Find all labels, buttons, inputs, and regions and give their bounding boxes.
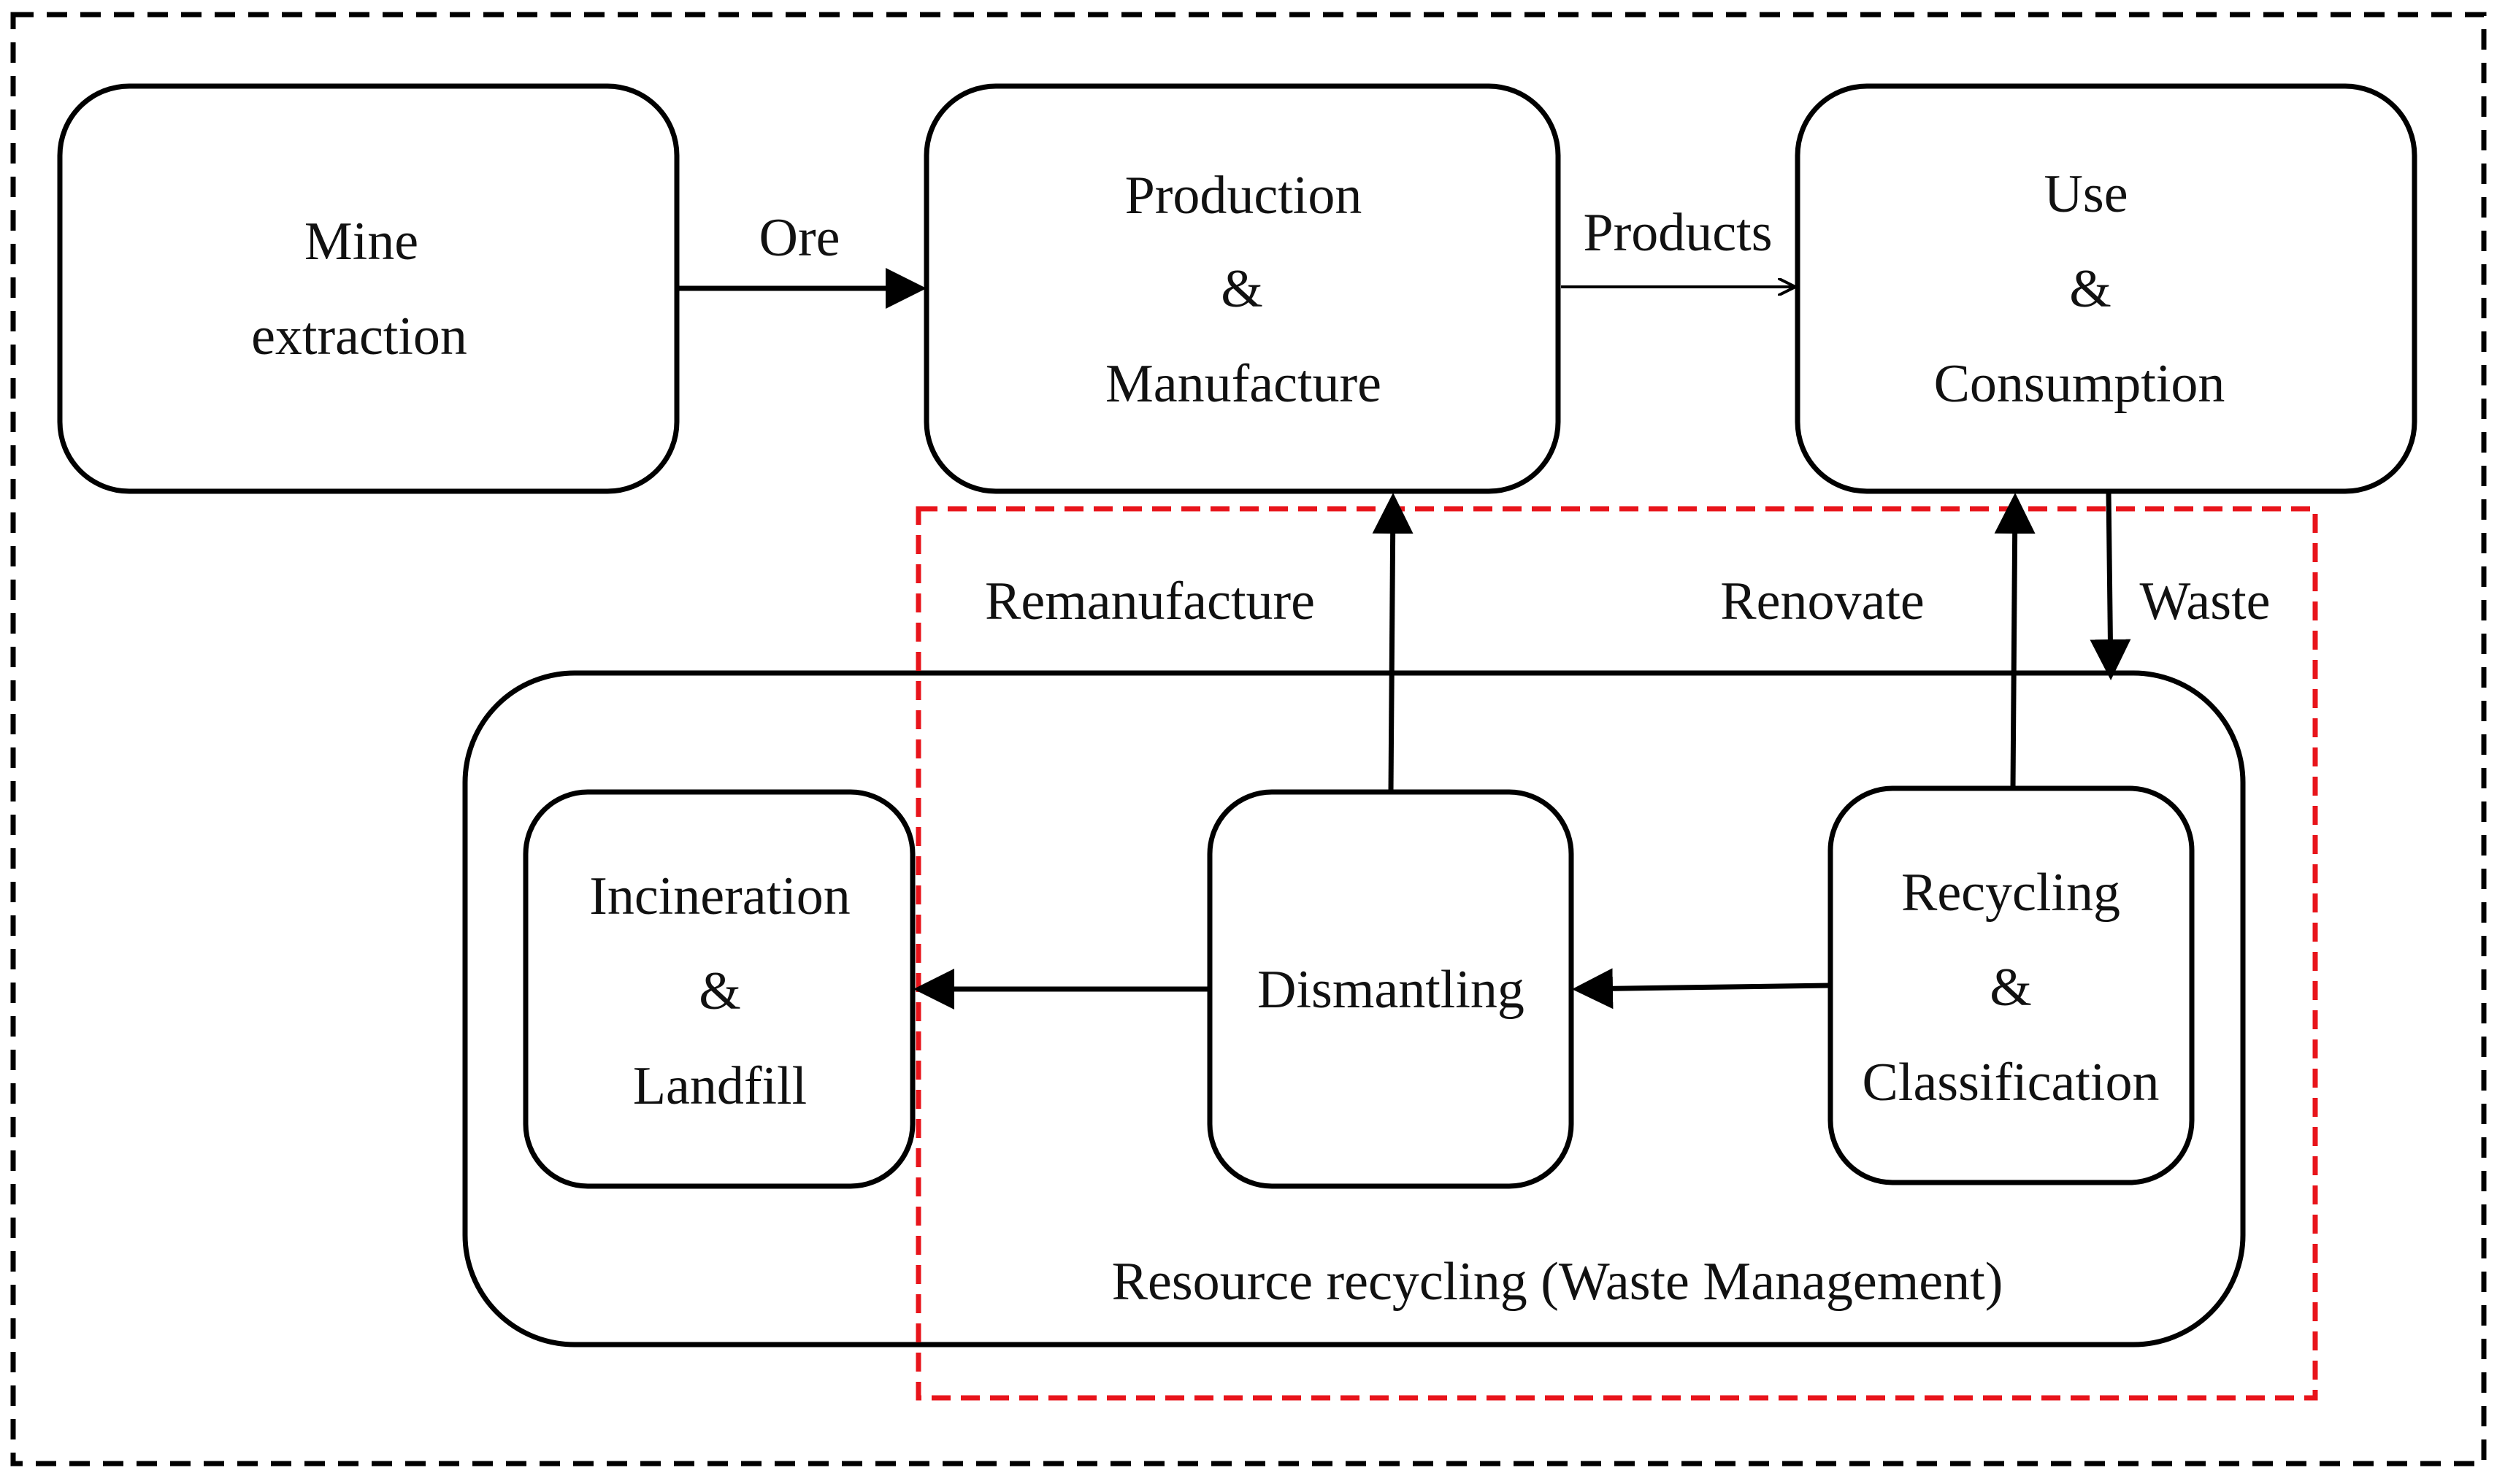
incineration-landfill-label: Incineration & Landfill (589, 866, 851, 1116)
mine-extraction-line-2: extraction (251, 307, 467, 366)
resource-recycling-group (462, 670, 2246, 1347)
use-line-1: Use (2044, 164, 2128, 224)
use-consumption-label: Use & Consumption (1934, 164, 2225, 414)
recycling-line-2: & (1990, 958, 2032, 1018)
waste-label: Waste (2140, 572, 2271, 631)
mine-extraction-label: Mine extraction (251, 212, 467, 366)
renovate-label: Renovate (1720, 572, 1924, 631)
remanufacture-arrow (1372, 493, 1414, 793)
incineration-line-2: & (699, 961, 741, 1021)
recycling-line-1: Recycling (1901, 863, 2120, 923)
incineration-line-3: Landfill (633, 1056, 807, 1116)
dismantling-label: Dismantling (1257, 960, 1524, 1020)
highlight-dashed-region (916, 506, 2318, 1401)
renovate-arrow (1994, 493, 2036, 789)
mine-extraction-line-1: Mine (304, 212, 418, 272)
production-manufacture-label: Production & Manufacture (1105, 166, 1381, 414)
production-line-2: & (1221, 259, 1263, 319)
outer-dashed-border (10, 12, 2487, 1466)
resource-recycling-label: Resource recycling (Waste Management) (1112, 1252, 2003, 1312)
use-consumption-box (1795, 83, 2417, 494)
waste-arrow (2090, 491, 2131, 680)
mine-extraction-box (57, 83, 680, 494)
ore-label: Ore (759, 208, 840, 268)
recycling-classification-label: Recycling & Classification (1863, 863, 2160, 1112)
recycling-to-dismantling-arrow (1572, 968, 1831, 1010)
dismantling-line-1: Dismantling (1257, 960, 1524, 1020)
incineration-line-1: Incineration (589, 866, 851, 926)
remanufacture-label: Remanufacture (985, 572, 1315, 631)
production-manufacture-box (924, 83, 1561, 494)
recycling-line-3: Classification (1863, 1053, 2160, 1112)
production-line-1: Production (1125, 166, 1362, 226)
use-line-2: & (2069, 259, 2111, 319)
use-line-3: Consumption (1934, 354, 2225, 414)
production-line-3: Manufacture (1105, 354, 1381, 414)
incineration-landfill-box (523, 789, 916, 1189)
products-label: Products (1584, 203, 1773, 263)
